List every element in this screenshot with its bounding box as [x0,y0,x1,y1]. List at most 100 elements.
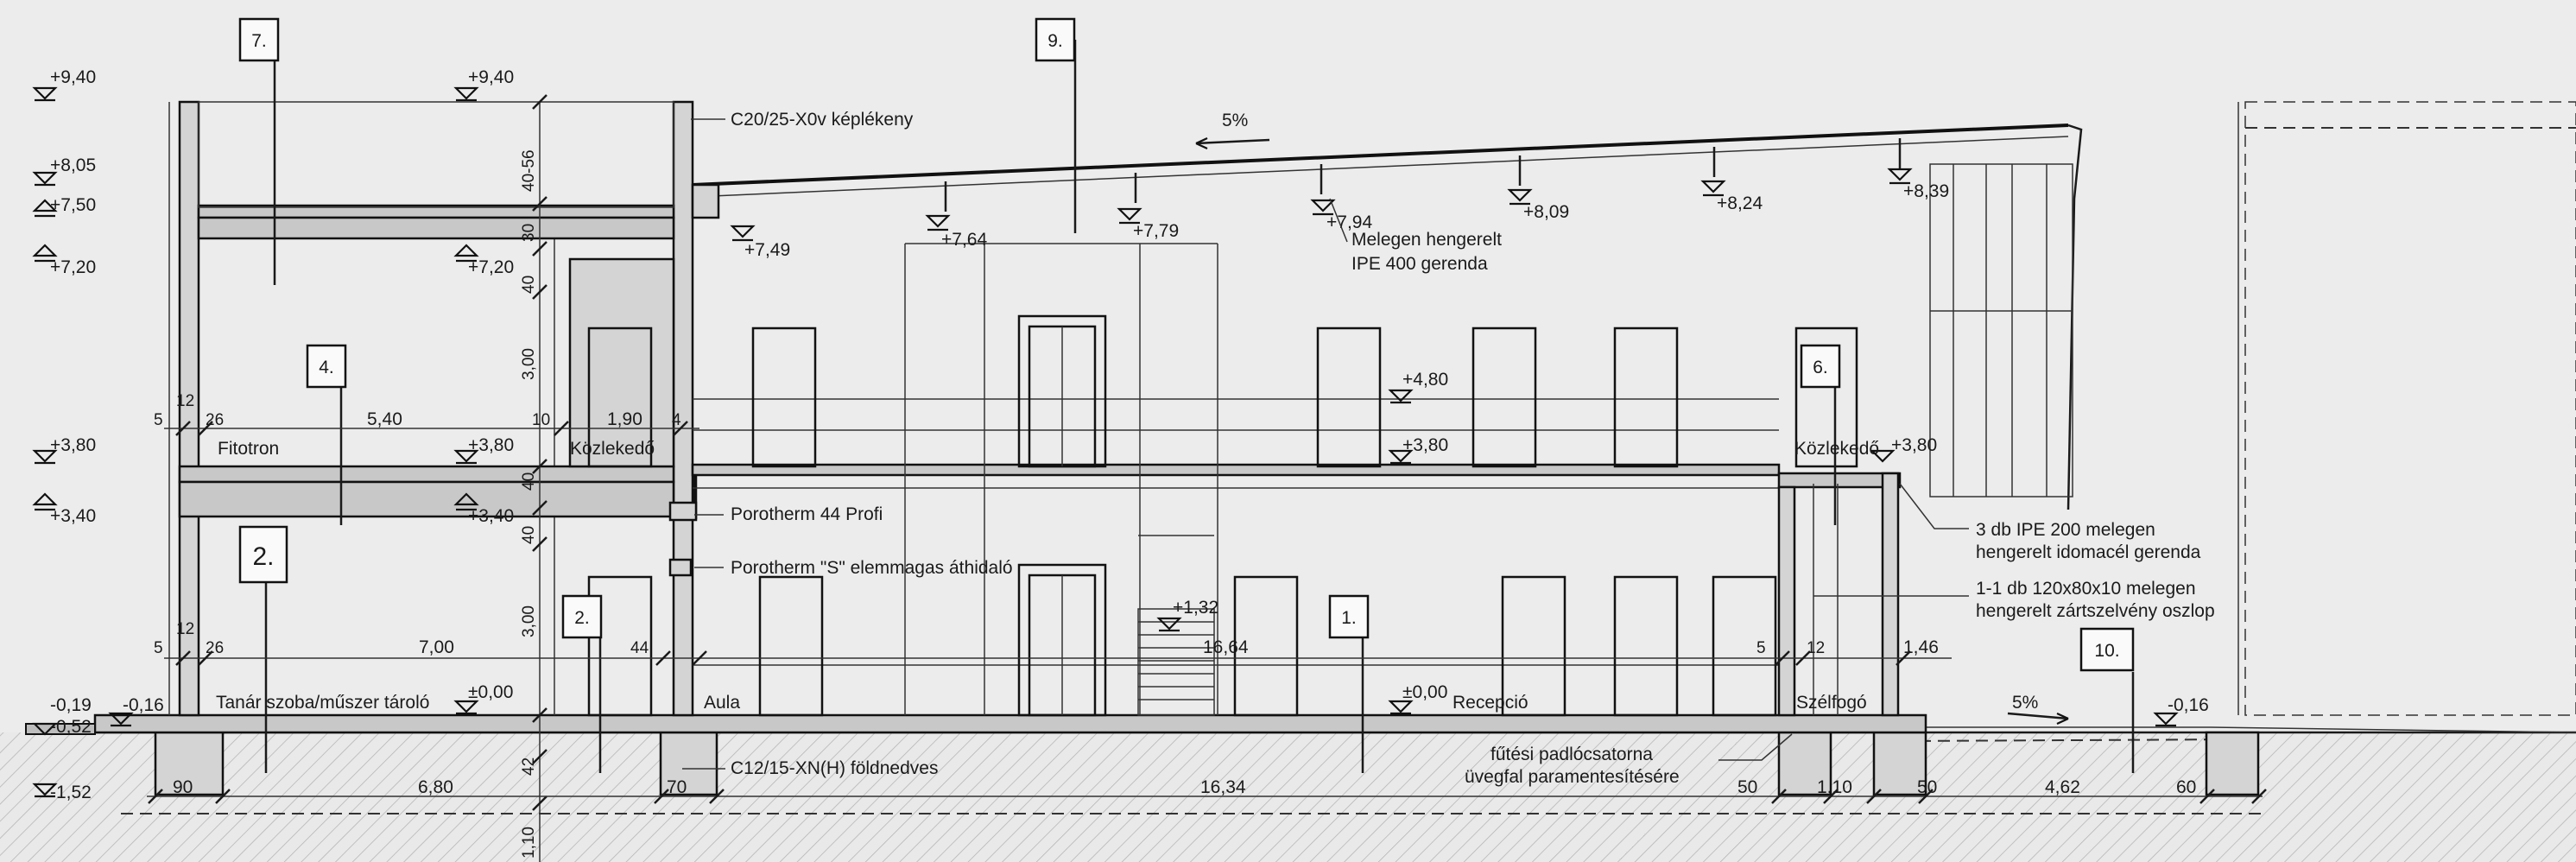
dimension-chain-upper: 5 12 26 5,40 10 1,90 4 [154,392,699,436]
stairs [1137,535,1215,716]
svg-text:6,80: 6,80 [418,777,453,797]
svg-text:26: 26 [206,411,224,429]
door-lower-left [587,575,653,717]
level-label: +4,80 [1402,370,1448,390]
section-marker-2-large: 2. [238,525,288,584]
svg-text:5: 5 [1756,639,1766,657]
annotation-column: 1-1 db 120x80x10 melegen [1976,579,2196,599]
level-label: +7,50 [50,195,96,215]
svg-text:12: 12 [1807,639,1825,657]
svg-text:40-56: 40-56 [520,149,538,192]
level-markers: +9,40 +9,40 +8,05 +7,50 +7,20 +7,20 +7,4… [32,67,2209,802]
svg-text:7.: 7. [251,31,267,51]
svg-text:5%: 5% [1222,111,1248,130]
level-label: +7,20 [50,257,96,277]
level-label: +7,49 [744,240,790,260]
svg-text:40: 40 [520,472,538,491]
annotation-column: hengerelt zártszelvény oszlop [1976,601,2215,621]
svg-text:16,34: 16,34 [1200,777,1246,797]
room-kozlekedo-right: Közlekedő [1794,439,1879,459]
room-kozlekedo: Közlekedő [570,439,655,459]
annotation-c1215: C12/15-XN(H) földnedves [731,758,938,778]
roof-beam [691,124,2083,510]
level-label: +3,40 [468,506,514,526]
svg-text:26: 26 [206,639,224,657]
svg-text:1,10: 1,10 [1817,777,1852,797]
adjacent-building-outline [2244,101,2576,716]
dimension-chain-lower: 5 12 26 7,00 44 16,64 5 12 1,46 [154,620,1952,666]
room-aula: Aula [704,693,740,713]
level-label: +7,20 [468,257,514,277]
ground-soil [0,726,2576,862]
svg-text:40: 40 [520,276,538,294]
level-label: +8,09 [1523,202,1569,222]
svg-text:7,00: 7,00 [419,637,454,657]
level-label: +8,05 [50,155,96,175]
section-marker-2: 2. [561,594,603,639]
svg-text:30: 30 [520,224,538,242]
level-label: ±0,00 [468,682,513,702]
svg-text:12: 12 [176,620,194,638]
level-label: +3,80 [1402,435,1448,455]
level-label: +8,24 [1717,193,1763,213]
level-label: +7,64 [941,230,987,250]
annotation-futesi: fűtési padlócsatorna [1491,745,1653,764]
svg-text:1.: 1. [1341,608,1357,628]
level-label: +9,40 [50,67,96,87]
ground-floor-slab [93,713,1927,734]
level-label: -0,16 [2168,695,2209,715]
annotation-poro44: Porotherm 44 Profi [731,504,883,524]
svg-text:12: 12 [176,392,194,410]
level-label: ±0,00 [1402,682,1447,702]
svg-text:3,00: 3,00 [520,348,538,380]
section-marker-10: 10. [2079,627,2135,672]
level-label: +3,80 [468,435,514,455]
svg-text:60: 60 [2176,777,2196,797]
annotation-ipe200: hengerelt idomacél gerenda [1976,542,2201,562]
svg-text:5%: 5% [2012,693,2038,713]
svg-text:9.: 9. [1047,31,1063,51]
room-labels: Fitotron Közlekedő Közlekedő Tanár szoba… [216,439,1879,713]
svg-text:5: 5 [154,411,163,429]
svg-text:2.: 2. [252,542,274,571]
roof-hangers [944,138,1902,212]
level-label: +3,80 [1891,435,1937,455]
vertical-dimension-chain: 40-56 30 40 3,00 40 40 3,00 42 1,10 [520,94,547,862]
annotation-futesi: üvegfal paramentesítésére [1465,767,1680,787]
room-recepcio: Recepció [1453,693,1529,713]
svg-text:5,40: 5,40 [367,409,402,429]
svg-text:6.: 6. [1813,358,1828,377]
room-szelfogo: Szélfogó [1796,693,1867,713]
svg-text:50: 50 [1917,777,1937,797]
svg-text:10: 10 [532,411,550,429]
svg-text:50: 50 [1737,777,1757,797]
level-label: -0,16 [123,695,164,715]
svg-text:42: 42 [520,757,538,776]
level-label: +3,40 [50,506,96,526]
svg-text:3,00: 3,00 [520,605,538,637]
level-label: +3,80 [50,435,96,455]
svg-text:10.: 10. [2094,641,2119,661]
svg-text:4: 4 [672,411,681,429]
svg-text:5: 5 [154,639,163,657]
svg-text:1,10: 1,10 [520,827,538,859]
ground-slope-indicator: 5% [2007,693,2069,725]
annotation-beam: IPE 400 gerenda [1351,254,1488,274]
door-upper-left [587,326,653,468]
section-marker-6: 6. [1800,344,1841,389]
section-marker-lines [264,40,2135,773]
level-label: +1,32 [1173,598,1218,618]
svg-text:90: 90 [173,777,193,797]
level-label: -0,52 [50,717,92,737]
svg-text:44: 44 [630,639,649,657]
left-block-structure [168,100,2239,717]
annotations: C20/25-X0v képlékeny Melegen hengerelt I… [682,110,2215,787]
annotation-poro-s: Porotherm "S" elemmagas áthidaló [731,558,1013,578]
svg-text:70: 70 [667,777,687,797]
level-label: -1,52 [50,783,92,802]
dimension-chain-foundation: 90 6,80 70 16,34 50 1,10 50 4,62 60 [147,777,2267,804]
section-marker-4: 4. [306,344,347,389]
section-marker-9: 9. [1035,17,1076,62]
svg-text:4.: 4. [319,358,334,377]
annotation-beam: Melegen hengerelt [1351,230,1502,250]
